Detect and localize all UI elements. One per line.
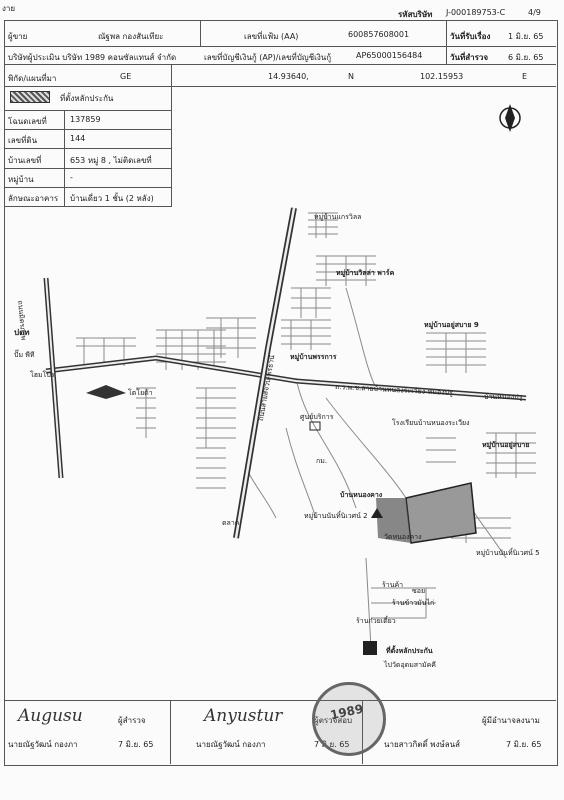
deed-label: โฉนดเลขที่	[8, 117, 47, 126]
map-label-ptt: ปตท	[14, 328, 30, 337]
reviewer-signature: Anyustur	[204, 706, 283, 726]
corner-text: งาย	[2, 4, 16, 13]
map-label-village-7: หมู่บ้านนันทิ์นิเวศน์ 2	[304, 512, 368, 520]
surveyor-name: นายณัฐวัฒน์ กองภา	[8, 740, 78, 749]
map-label-shop-3: ร้านก๋วยเตี๋ยว	[356, 617, 396, 625]
toyota-icon	[86, 385, 126, 399]
map-label-village-2: หมู่บ้านวิลล่า พาร์ค	[336, 269, 395, 277]
survey-label: วันที่สำรวจ	[450, 53, 489, 62]
account-label: เลขที่บัญชีเงินกู้ (AP)/เลขที่บัญชีเงินก…	[204, 53, 332, 62]
house-number: 653 หมู่ 8 , ไม่ติดเลขที่	[70, 156, 152, 165]
building-label: ลักษณะอาคาร	[8, 194, 59, 203]
approver-date: 7 มิ.ย. 65	[506, 740, 542, 749]
map-label-market: ตลาด	[222, 519, 240, 527]
file-number: 600857608001	[348, 30, 410, 39]
deed-number: 137859	[70, 115, 101, 124]
account-number: AP65000156484	[356, 51, 423, 60]
school-icon	[309, 421, 321, 431]
map-label-village-8: หมู่บ้านนันทิ์นิเวศน์ 5	[476, 549, 540, 557]
longitude-dir: E	[522, 72, 528, 81]
longitude: 102.15953	[420, 72, 464, 81]
approver-label: ผู้มีอำนาจลงนาม	[482, 716, 540, 725]
land-number: 144	[70, 134, 86, 143]
collateral-area	[405, 482, 477, 544]
applicant-label: ผู้ขาย	[8, 32, 28, 41]
latitude-dir: N	[348, 72, 354, 81]
company-label: บริษัทผู้ประเมิน บริษัท 1989 คอนซัลแทนส์…	[8, 53, 177, 62]
map-label-shop-1: ร้านค้า	[382, 581, 404, 589]
map-label-lane: ซอย	[412, 587, 426, 595]
collateral-legend-swatch	[10, 91, 50, 103]
company-code-label: รหัสบริษัท	[398, 10, 433, 19]
company-code: J-000189753-C	[446, 8, 506, 17]
map-label-village-3: หมู่บ้านพรรการ	[290, 353, 337, 361]
received-date: 1 มิ.ย. 65	[508, 32, 544, 41]
received-label: วันที่รับเรื่อง	[450, 32, 491, 41]
village-value: -	[70, 173, 73, 182]
map-label-chevron: ศูนย์บริการ	[300, 413, 334, 421]
map-label-to-target: ไปวัดอุดมสามัคคี	[384, 661, 436, 669]
approver-name: นายสาวกิตติ์ พงษ์ลนส์	[384, 740, 460, 749]
map-label-target: ที่ตั้งหลักประกัน	[386, 647, 433, 655]
land-label: เลขที่ดิน	[8, 136, 38, 145]
coord-ge: GE	[120, 72, 132, 81]
survey-date: 6 มิ.ย. 65	[508, 53, 544, 62]
house-label: บ้านเลขที่	[8, 156, 42, 165]
map-label-village-4: หมู่บ้านอยู่สบาย 9	[424, 321, 479, 329]
form-frame	[4, 20, 558, 766]
surveyor-signature: Augusu	[18, 706, 83, 726]
legend-label: ที่ตั้งหลักประกัน	[60, 94, 114, 103]
map-label-shop-2: ร้านข้าวมันไก่	[392, 599, 435, 607]
map-label-village-6: บ้านหนองคาง	[340, 491, 383, 499]
coords-label: พิกัด/แผนที่มา	[8, 74, 57, 83]
applicant-name: ณัฐพล กองสันเทียะ	[98, 32, 164, 41]
file-label: เลขที่แฟ้ม (AA)	[244, 32, 299, 41]
map-label-village-1: หมู่บ้านแกรวิลล	[314, 213, 362, 221]
map-label-home-pro: โฮมโปร	[30, 371, 55, 379]
map-label-school: โรงเรียนบ้านหนองระเวียง	[392, 419, 470, 427]
surveyor-date: 7 มิ.ย. 65	[118, 740, 154, 749]
company-seal	[312, 682, 386, 756]
reviewer-name: นายณัฐวัฒน์ กองภา	[196, 740, 266, 749]
latitude: 14.93640,	[268, 72, 309, 81]
map-label-temple: วัดหนองคาง	[384, 533, 422, 541]
map-label-town: บ้านหนองปรู	[484, 393, 523, 401]
map-label-toyota: โตโยต้า	[128, 389, 153, 397]
surveyor-label: ผู้สำรวจ	[118, 716, 146, 725]
building-value: บ้านเดี่ยว 1 ชั้น (2 หลัง)	[70, 194, 154, 203]
target-marker-icon	[363, 641, 377, 655]
temple-icon	[371, 508, 383, 518]
page-number: 4/9	[528, 8, 541, 17]
location-map	[43, 104, 536, 655]
map-label-pump: ปั๊ม พีที	[14, 351, 35, 359]
map-label-km: กม.	[316, 457, 328, 465]
village-label: หมู่บ้าน	[8, 175, 34, 184]
map-label-village-5: หมู่บ้านอยู่สบาย	[482, 441, 530, 449]
